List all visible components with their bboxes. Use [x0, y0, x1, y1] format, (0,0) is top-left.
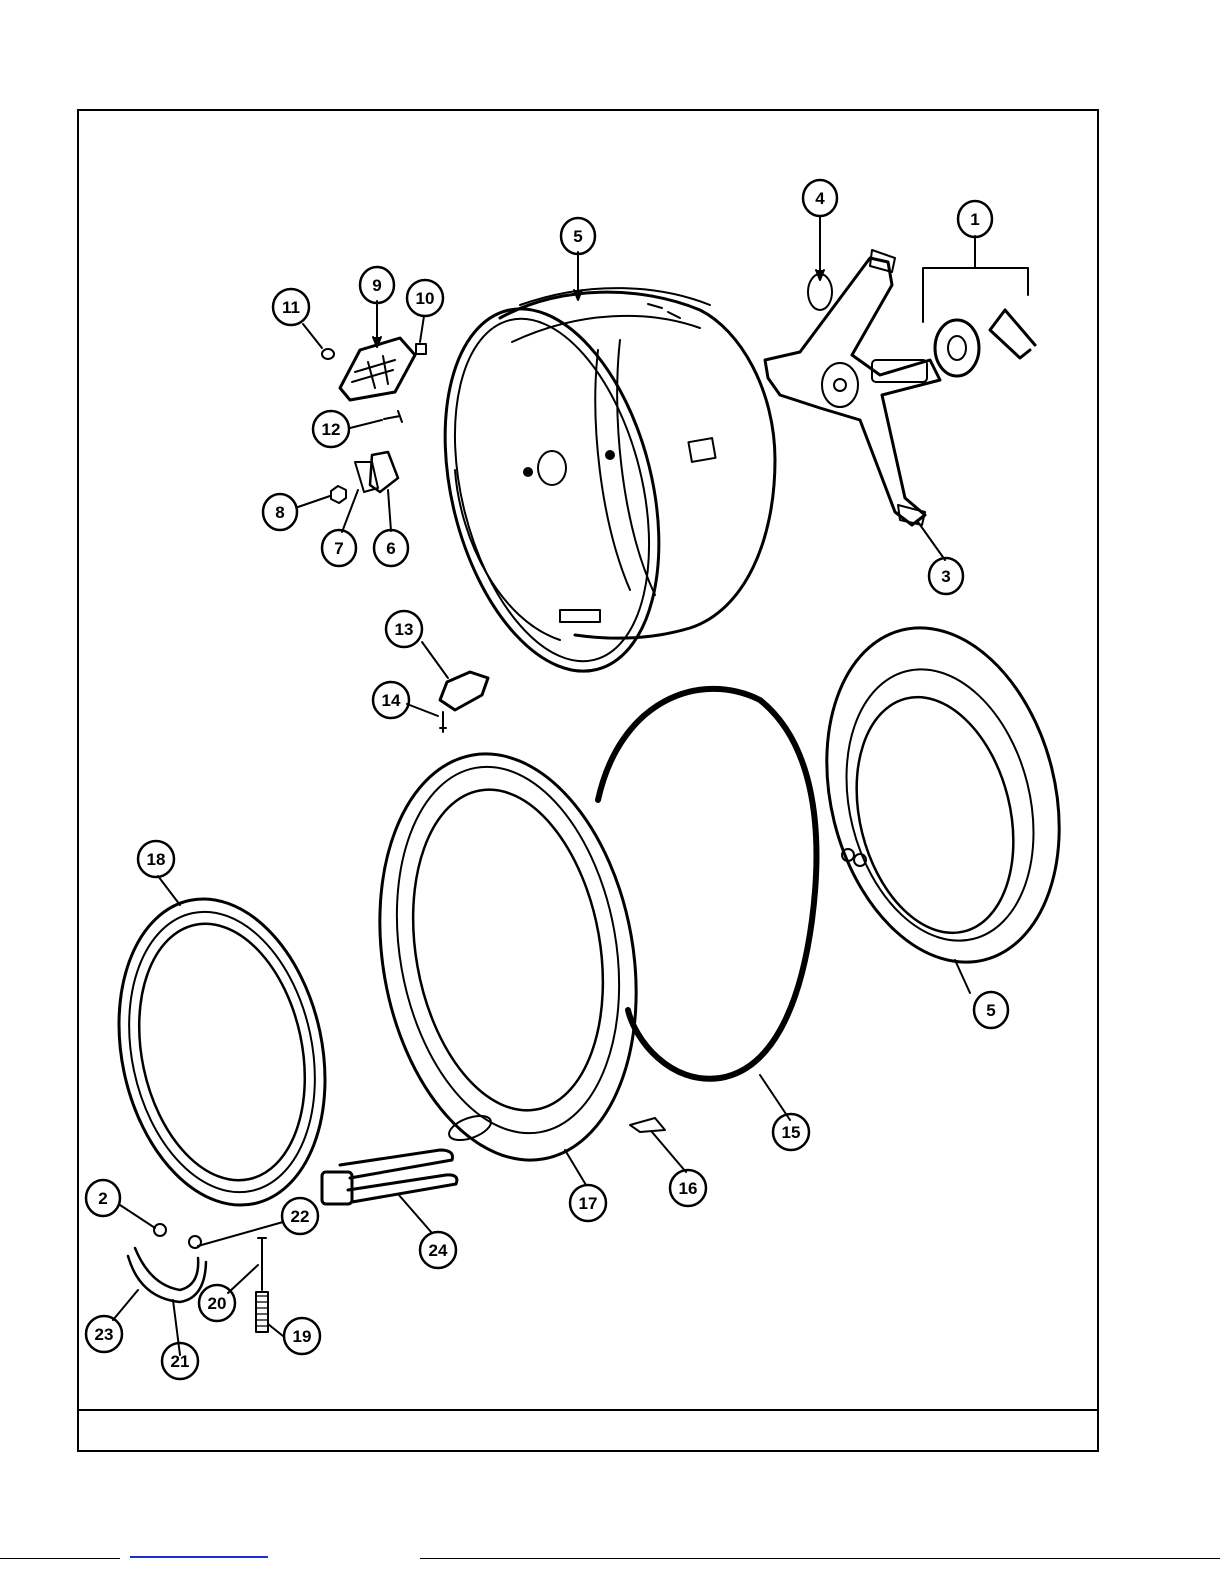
callout-22: 22 [282, 1198, 318, 1234]
highlight-rule [130, 1556, 268, 1558]
rod-20-drawing [258, 1238, 266, 1290]
callout-14: 14 [373, 682, 409, 718]
clip-10-drawing [416, 344, 426, 354]
svg-text:5: 5 [986, 1001, 995, 1020]
callout-16: 16 [670, 1170, 706, 1206]
callout-13: 13 [386, 611, 422, 647]
callout-8: 8 [263, 494, 297, 530]
shaft-seal-drawing [935, 310, 1035, 376]
screw-12-drawing [384, 411, 402, 422]
drum-spider-drawing [765, 250, 940, 525]
outer-tub-front-drawing [793, 603, 1093, 987]
callout-11: 11 [273, 289, 309, 325]
svg-text:1: 1 [970, 210, 979, 229]
svg-text:6: 6 [386, 539, 395, 558]
svg-text:15: 15 [782, 1123, 801, 1142]
svg-text:17: 17 [579, 1194, 598, 1213]
callout-20: 20 [199, 1285, 235, 1321]
svg-text:20: 20 [208, 1294, 227, 1313]
callout-2: 2 [86, 1180, 120, 1216]
callout-1: 1 [958, 201, 992, 237]
tub-gasket-drawing [598, 689, 816, 1079]
callout-23: 23 [86, 1316, 122, 1352]
screw-14-drawing [440, 712, 446, 732]
callout-6: 6 [374, 530, 408, 566]
svg-text:10: 10 [416, 289, 435, 308]
callout-10: 10 [407, 280, 443, 316]
callout-9: 9 [360, 267, 394, 303]
svg-text:2: 2 [98, 1189, 107, 1208]
outer-tub-rear-drawing [410, 286, 775, 693]
leader-lines [113, 216, 1028, 1355]
svg-text:21: 21 [171, 1352, 190, 1371]
svg-text:19: 19 [293, 1327, 312, 1346]
svg-text:22: 22 [291, 1207, 310, 1226]
clamp-2-drawing [154, 1224, 166, 1236]
door-boot-drawing [92, 880, 352, 1225]
svg-text:23: 23 [95, 1325, 114, 1344]
callout-12: 12 [313, 411, 349, 447]
svg-text:12: 12 [322, 420, 341, 439]
callout-7: 7 [322, 530, 356, 566]
nut-11-drawing [322, 349, 334, 359]
svg-text:16: 16 [679, 1179, 698, 1198]
svg-text:3: 3 [941, 567, 950, 586]
callout-19: 19 [284, 1318, 320, 1354]
svg-text:8: 8 [275, 503, 284, 522]
svg-text:13: 13 [395, 620, 414, 639]
callout-15: 15 [773, 1114, 809, 1150]
page-bottom-rule [0, 1556, 1225, 1562]
heater-element-drawing [322, 1150, 457, 1204]
callout-3: 3 [929, 558, 963, 594]
nut-8-drawing [331, 486, 346, 503]
svg-text:7: 7 [334, 539, 343, 558]
callout-4: 4 [803, 180, 837, 216]
svg-text:24: 24 [429, 1241, 448, 1260]
svg-text:18: 18 [147, 850, 166, 869]
svg-text:11: 11 [282, 298, 300, 317]
callout-5-top: 5 [561, 218, 595, 254]
callout-5-bottom: 5 [974, 992, 1008, 1028]
svg-text:5: 5 [573, 227, 582, 246]
callout-18: 18 [138, 841, 174, 877]
hose-23-drawing [128, 1248, 206, 1302]
svg-text:14: 14 [382, 691, 401, 710]
callout-group: 1 2 3 4 5 5 6 7 8 9 10 11 12 13 14 15 16… [86, 180, 1008, 1379]
callout-24: 24 [420, 1232, 456, 1268]
svg-text:4: 4 [815, 189, 825, 208]
clip-16-drawing [630, 1118, 665, 1132]
front-panel-drawing [349, 733, 666, 1180]
svg-text:9: 9 [372, 276, 381, 295]
callout-17: 17 [570, 1185, 606, 1221]
